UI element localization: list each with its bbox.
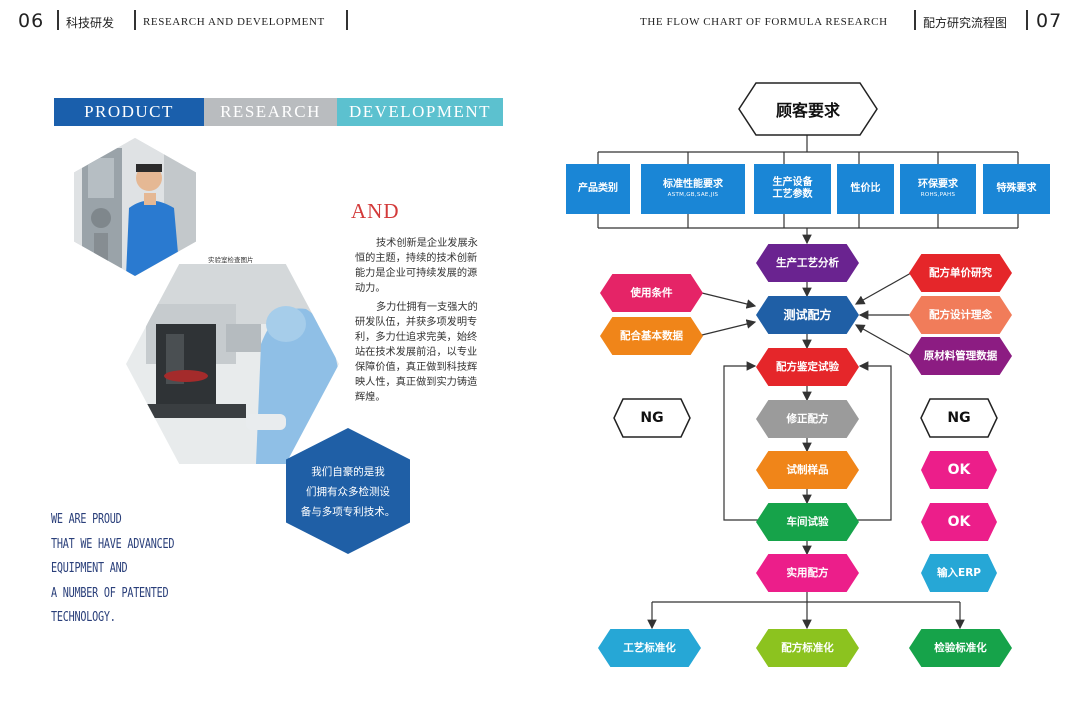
category-sublabel: ASTM,GB,SAE,JIS — [667, 192, 719, 199]
formula-unit-price-node: 配方单价研究 — [909, 254, 1012, 292]
inspection-standard-node: 检验标准化 — [909, 629, 1012, 667]
header-section-cn: 科技研发 — [66, 16, 115, 30]
customer-requirement-node — [738, 82, 878, 136]
category-label: 产品类别 — [578, 182, 618, 194]
body-line: 动力。 — [355, 283, 386, 294]
ng-right-label: NG — [947, 410, 971, 426]
category-label: 性价比 — [850, 182, 881, 194]
ng-left-label: NG — [640, 410, 664, 426]
header-section-en: RESEARCH AND DEVELOPMENT — [143, 16, 325, 28]
photo-caption: 实验室检查图片 — [208, 256, 254, 264]
category-special: 特殊要求 — [983, 164, 1050, 214]
workshop-test-node: 车间试验 — [756, 503, 859, 541]
body-line: 研发队伍，并获多项发明专 — [355, 317, 478, 328]
customer-requirement-label: 顾客要求 — [775, 101, 840, 120]
practical-formula-node: 实用配方 — [756, 554, 859, 592]
proud-line: EQUIPMENT AND — [51, 561, 128, 576]
category-equipment-params: 生产设备 工艺参数 — [754, 164, 831, 214]
page-number-left: 06 — [18, 10, 45, 32]
process-analysis-node: 生产工艺分析 — [756, 244, 859, 282]
header-title-en: THE FLOW CHART OF FORMULA RESEARCH — [640, 16, 888, 28]
page-number-right: 07 — [1036, 10, 1063, 32]
category-label: 标准性能要求 — [663, 178, 723, 190]
sample-trial-node: 试制样品 — [756, 451, 859, 489]
material-management-node: 原材料管理数据 — [909, 337, 1012, 375]
callout-text: 我们自豪的是我 们拥有众多检测设 备与多项专利技术。 — [290, 462, 406, 522]
body-line: 能力是企业可持续发展的源 — [355, 268, 478, 279]
ribbon-product: PRODUCT — [54, 98, 204, 126]
body-line: 辉煌。 — [355, 392, 386, 403]
formula-standard-node: 配方标准化 — [756, 629, 859, 667]
formula-basic-data-node: 配合基本数据 — [600, 317, 703, 355]
proud-line: A NUMBER OF PATENTED — [51, 585, 169, 601]
and-word: AND — [351, 199, 400, 223]
callout-line: 备与多项专利技术。 — [300, 506, 396, 518]
header-title-cn: 配方研究流程图 — [923, 16, 1008, 30]
header-divider — [57, 10, 59, 30]
body-line: 映人性，真正做到实力铸造 — [355, 377, 478, 388]
category-product-type: 产品类别 — [566, 164, 630, 214]
category-label: 环保要求 — [918, 178, 958, 190]
category-standard-performance: 标准性能要求 ASTM,GB,SAE,JIS — [641, 164, 745, 214]
ok-node-2: OK — [921, 503, 997, 541]
ng-right-node — [920, 398, 998, 438]
header-divider — [914, 10, 916, 30]
body-line: 多力仕拥有一支强大的 — [376, 302, 478, 313]
proud-line: THAT WE HAVE ADVANCED — [51, 536, 175, 552]
process-standard-node: 工艺标准化 — [598, 629, 701, 667]
formula-verification-node: 配方鉴定试验 — [756, 348, 859, 386]
ribbon-development: DEVELOPMENT — [337, 98, 503, 126]
header-divider — [134, 10, 136, 30]
usage-condition-node: 使用条件 — [600, 274, 703, 312]
ribbon-research: RESEARCH — [204, 98, 337, 126]
lab-photo-small — [74, 138, 196, 276]
body-line: 站在技术发展前沿，以专业 — [355, 347, 478, 358]
proud-line: WE ARE PROUD — [51, 512, 122, 527]
callout-line: 们拥有众多检测设 — [306, 486, 390, 498]
ng-left-node — [613, 398, 691, 438]
header-divider — [1026, 10, 1028, 30]
category-sublabel: ROHS,PAHS — [920, 192, 956, 199]
modify-formula-node: 修正配方 — [756, 400, 859, 438]
test-formula-node: 测试配方 — [756, 296, 859, 334]
body-line: 保障价值，真正做到科技辉 — [355, 362, 478, 373]
proud-line: TECHNOLOGY. — [51, 610, 116, 625]
category-cost-performance: 性价比 — [837, 164, 894, 214]
header-divider — [346, 10, 348, 30]
formula-design-concept-node: 配方设计理念 — [909, 296, 1012, 334]
body-line: 恒的主题，持续的技术创新 — [355, 253, 478, 264]
body-line: 技术创新是企业发展永 — [376, 238, 478, 249]
body-line: 利，多力仕追求完美，始终 — [355, 332, 478, 343]
ok-node-1: OK — [921, 451, 997, 489]
callout-line: 我们自豪的是我 — [311, 466, 385, 478]
category-environmental: 环保要求 ROHS,PAHS — [900, 164, 976, 214]
erp-node: 输入ERP — [921, 554, 997, 592]
proud-statement: WE ARE PROUD THAT WE HAVE ADVANCED EQUIP… — [51, 508, 175, 631]
category-label: 特殊要求 — [996, 182, 1037, 194]
